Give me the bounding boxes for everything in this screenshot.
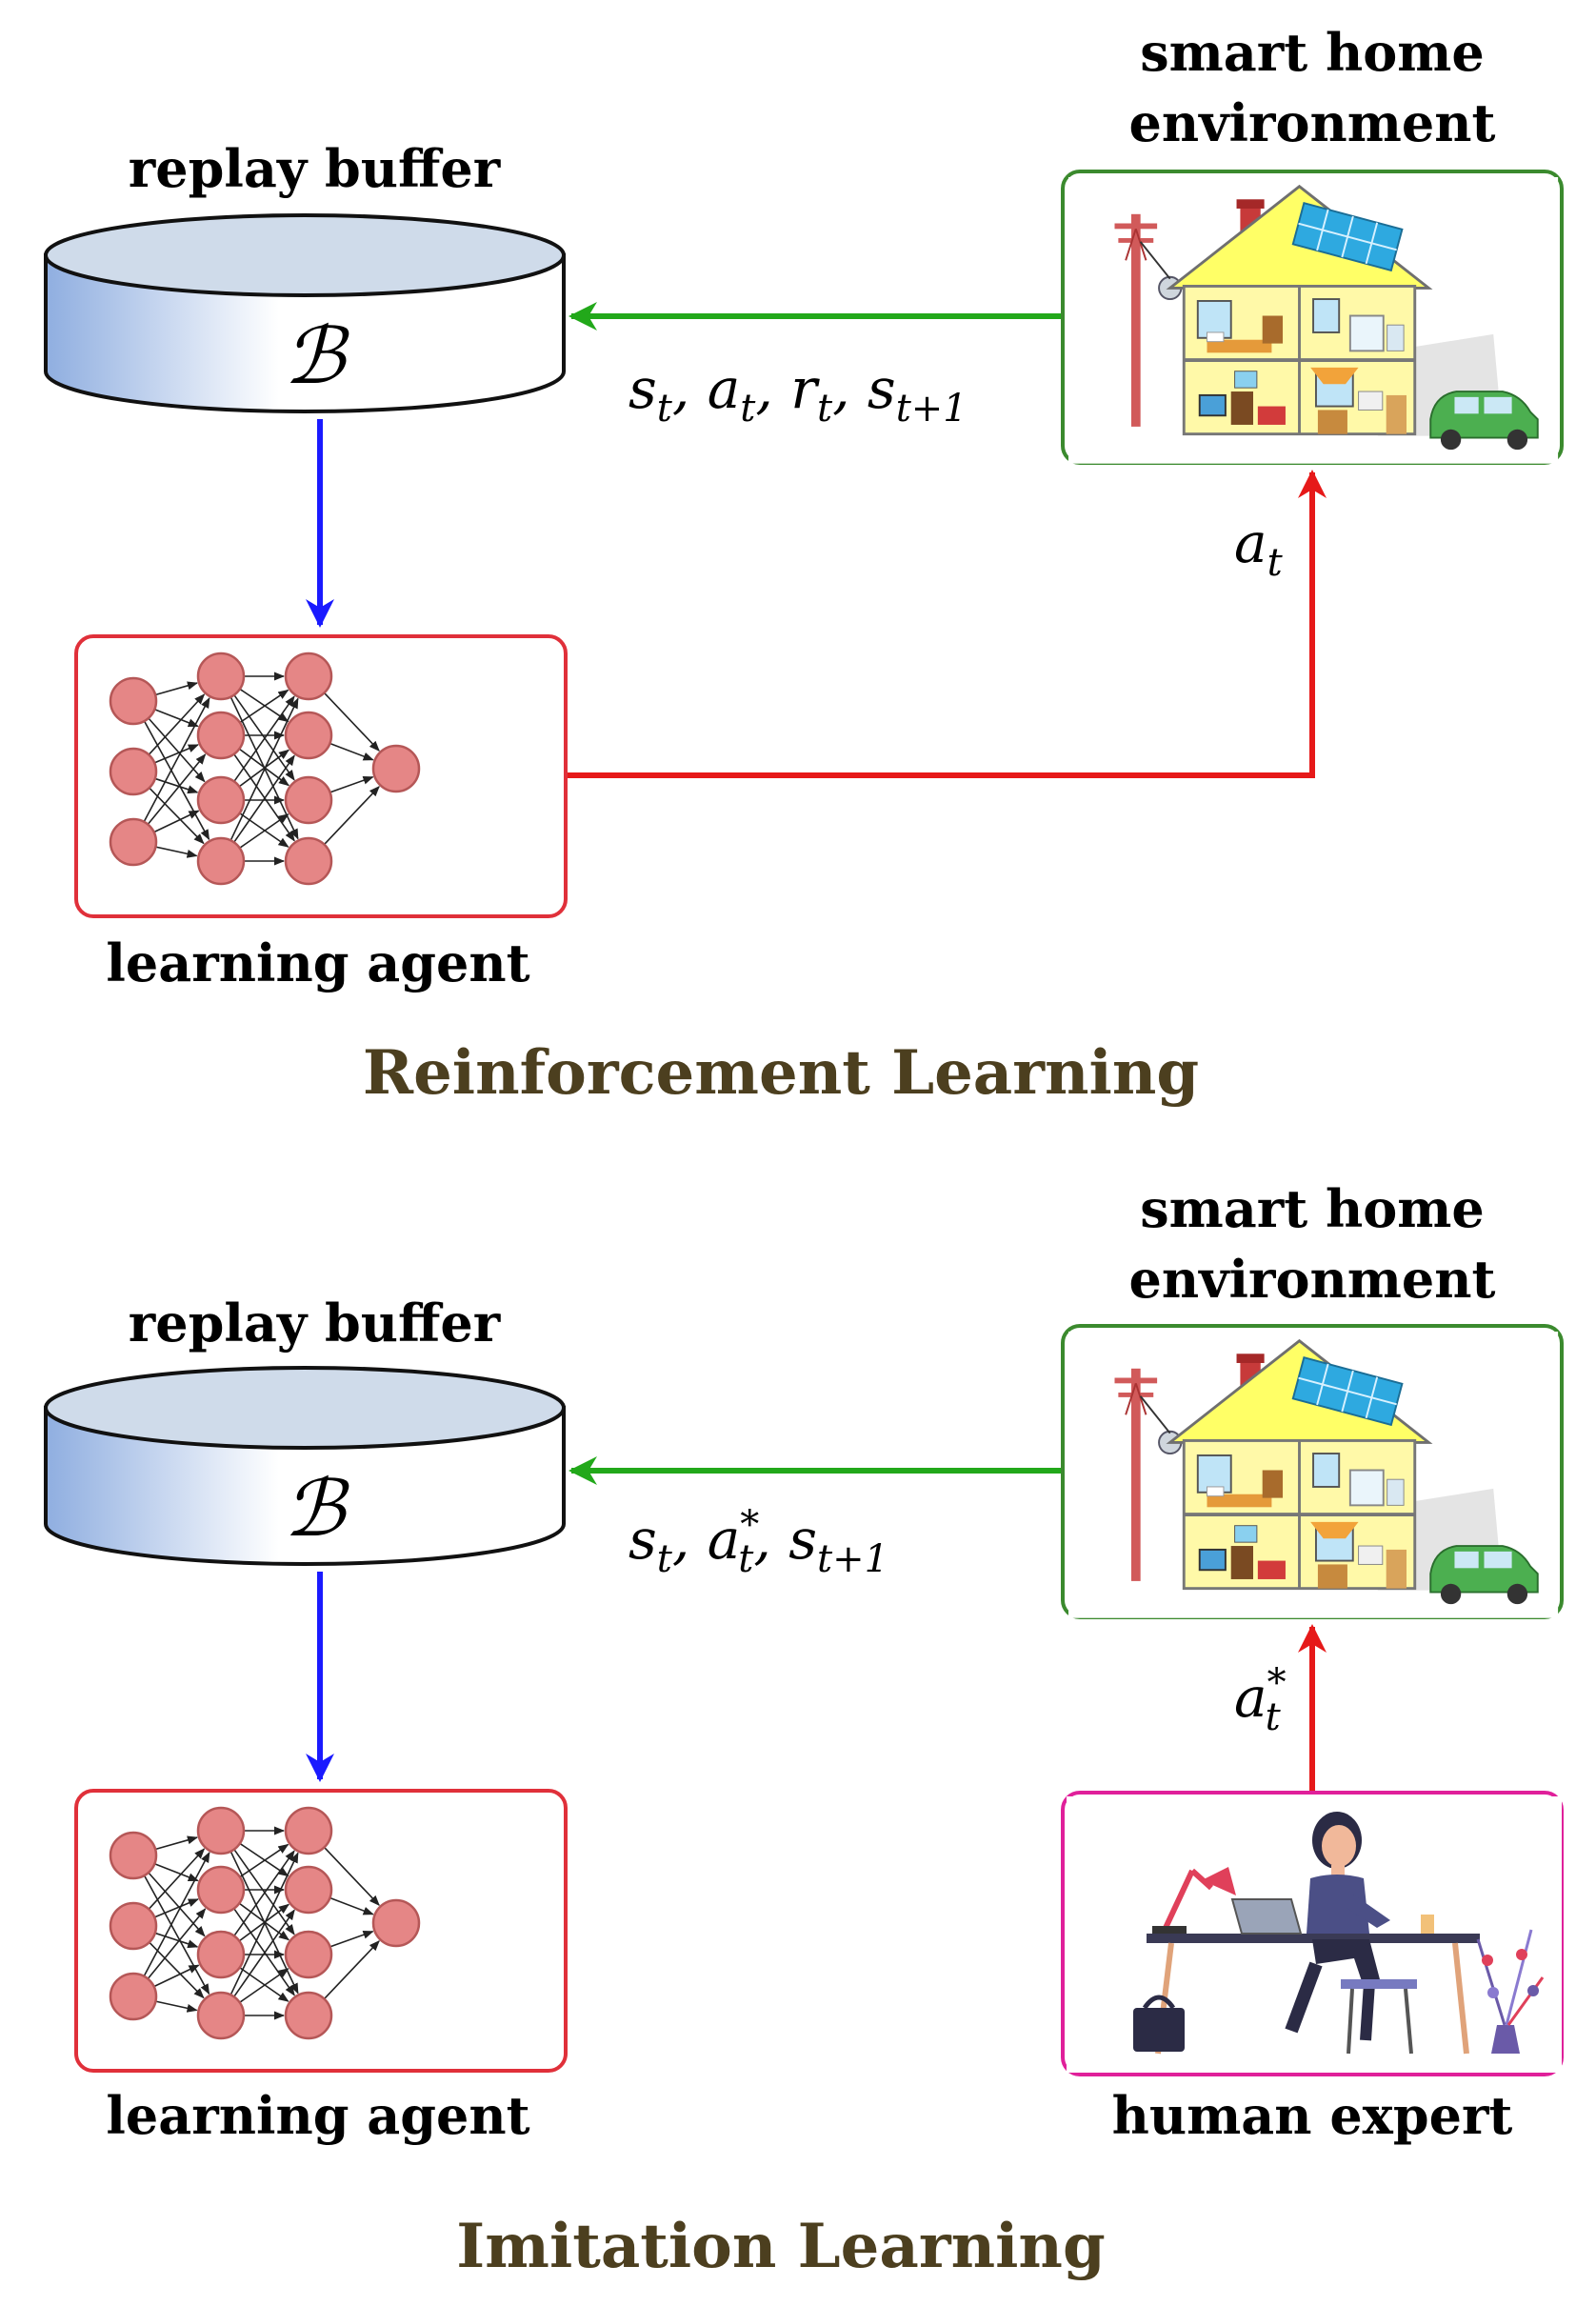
environment-label-line2: environment [1129,1249,1496,1310]
learning-agent-box [74,1789,568,2073]
section-reinforcement-learning: replay buffer smart home environment ℬ s… [44,22,1564,1109]
action-label: at [1234,511,1284,585]
transition-tuple-label: st, at, rt, st+1 [628,356,968,431]
replay-buffer-label: replay buffer [129,138,501,199]
buffer-symbol: ℬ [284,1464,350,1554]
learning-agent-box [74,634,568,918]
section-imitation-learning: replay buffer smart home environment ℬ s… [44,1178,1564,2282]
human-expert-label: human expert [1112,2085,1513,2146]
database-cylinder-icon [44,1406,566,1566]
environment-label-line1: smart home [1140,22,1485,83]
human-expert-box [1063,1793,1562,2075]
database-cylinder-icon [44,253,566,413]
expert-action-label: a*t [1234,1661,1287,1739]
environment-label-line1: smart home [1140,1178,1485,1239]
smart-house-icon [1067,1330,1561,1620]
buffer-symbol: ℬ [284,311,350,402]
replay-buffer-label: replay buffer [129,1293,501,1354]
action-arrow [568,470,1327,778]
section-title: Imitation Learning [456,2211,1105,2282]
section-title: Reinforcement Learning [363,1037,1199,1109]
smart-house-icon [1067,175,1561,466]
learning-agent-label: learning agent [106,932,529,993]
learning-agent-label: learning agent [106,2085,529,2146]
replay-buffer-cylinder: ℬ [44,1366,566,1566]
environment-label-line2: environment [1129,92,1496,153]
smart-home-environment-box [1061,170,1564,466]
transition-tuple-label: st, a*t, st+1 [628,1503,888,1581]
replay-buffer-cylinder: ℬ [44,213,566,413]
smart-home-environment-box [1061,1324,1564,1620]
human-expert-icon [1067,1796,1562,2073]
